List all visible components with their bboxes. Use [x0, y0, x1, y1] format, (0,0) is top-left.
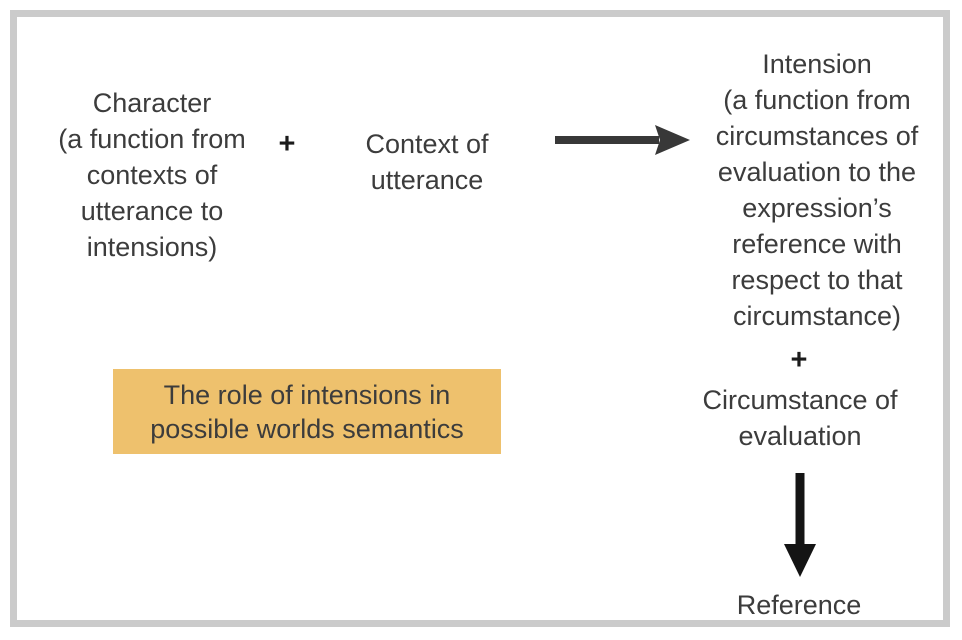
character-line: utterance to [80, 196, 224, 226]
intension-line: (a function from [723, 85, 911, 115]
intension-line: reference with [732, 229, 902, 259]
right-arrow-icon [555, 125, 690, 155]
context-line: utterance [370, 165, 484, 195]
plus-sign-right: + [790, 344, 808, 376]
intension-line: expression’s [742, 193, 892, 223]
circumstance-of-evaluation-block: Circumstance of evaluation [670, 382, 930, 454]
reference-label: Reference [736, 590, 862, 620]
character-line: Character [92, 88, 212, 118]
context-line: Context of [365, 129, 489, 159]
circumstance-line: Circumstance of [702, 385, 898, 415]
context-of-utterance-block: Context of utterance [327, 126, 527, 198]
circumstance-line: evaluation [738, 421, 862, 451]
intension-line: Intension [762, 49, 872, 79]
character-line: contexts of [86, 160, 218, 190]
intension-block: Intension (a function from circumstances… [687, 46, 947, 334]
character-line: (a function from [58, 124, 246, 154]
intension-line: evaluation to the [717, 157, 917, 187]
intension-line: circumstances of [715, 121, 919, 151]
intension-line: circumstance) [732, 301, 902, 331]
plus-sign-left: + [278, 128, 296, 160]
character-line: intensions) [86, 232, 218, 262]
down-arrow-icon [784, 473, 816, 577]
caption-line: possible worlds semantics [150, 413, 464, 444]
caption-line: The role of intensions in [163, 379, 451, 410]
intension-line: respect to that [731, 265, 903, 295]
character-block: Character (a function from contexts of u… [32, 85, 272, 265]
diagram-frame: Character (a function from contexts of u… [10, 10, 950, 627]
caption-box: The role of intensions in possible world… [113, 369, 501, 454]
